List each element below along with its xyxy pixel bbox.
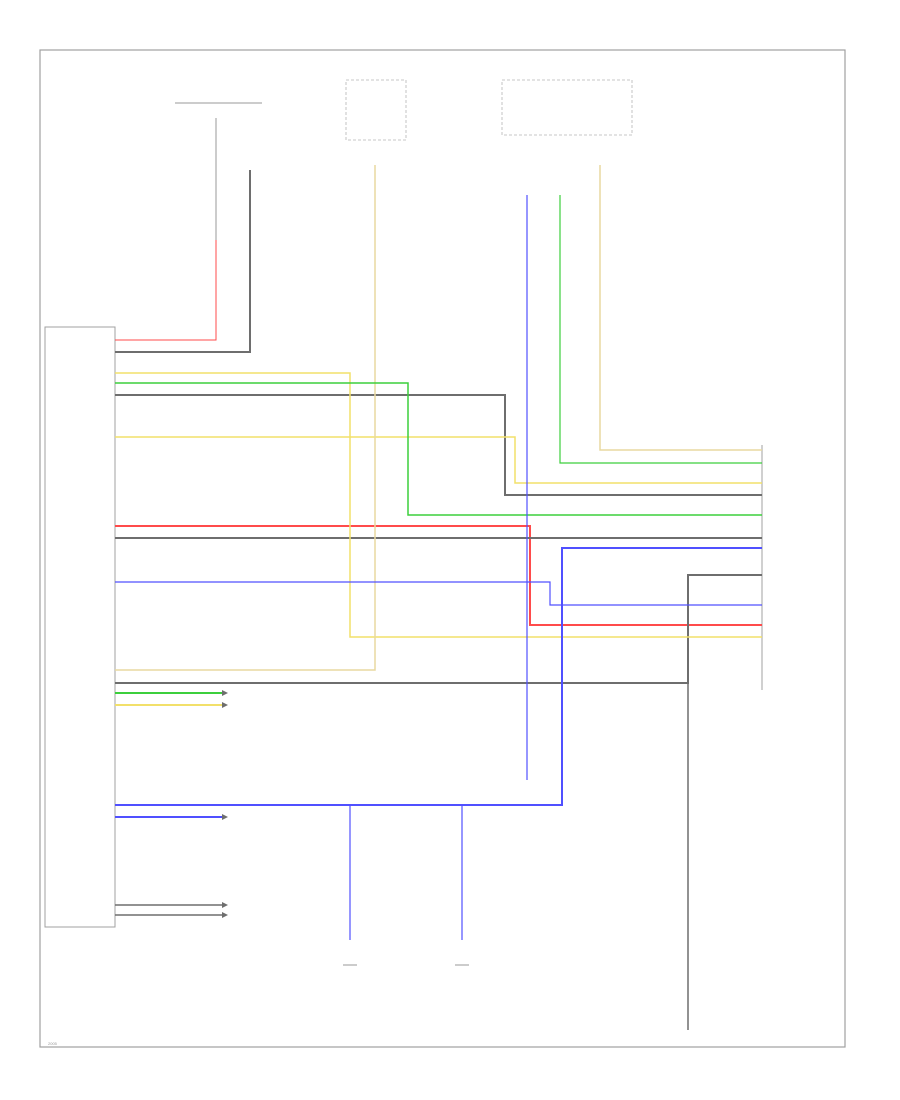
- fuse-box-1: [345, 79, 407, 141]
- green-wire-2: [559, 195, 762, 464]
- blue-wire-loop: [115, 547, 762, 806]
- tan-wire-fuse2: [599, 165, 762, 451]
- antenna-icon: [175, 102, 262, 340]
- fuse-box-2: [501, 79, 633, 136]
- green-wire-1: [115, 382, 762, 516]
- footer-code: 2005: [48, 1041, 58, 1046]
- red-wire-antenna: [115, 240, 217, 341]
- gray-wire-lower: [115, 574, 762, 684]
- yellow-wire-2: [115, 436, 762, 484]
- blue-wire-mid: [115, 581, 762, 606]
- tan-wire-fuse1: [115, 165, 376, 671]
- yellow-wire-1: [115, 372, 762, 638]
- red-wire-main: [115, 525, 762, 626]
- connector-icon: [222, 690, 228, 918]
- gray-wire-bus: [115, 394, 762, 496]
- gray-wire-top: [115, 170, 251, 353]
- diagram-frame: [39, 49, 846, 1048]
- left-control-module: [44, 326, 116, 928]
